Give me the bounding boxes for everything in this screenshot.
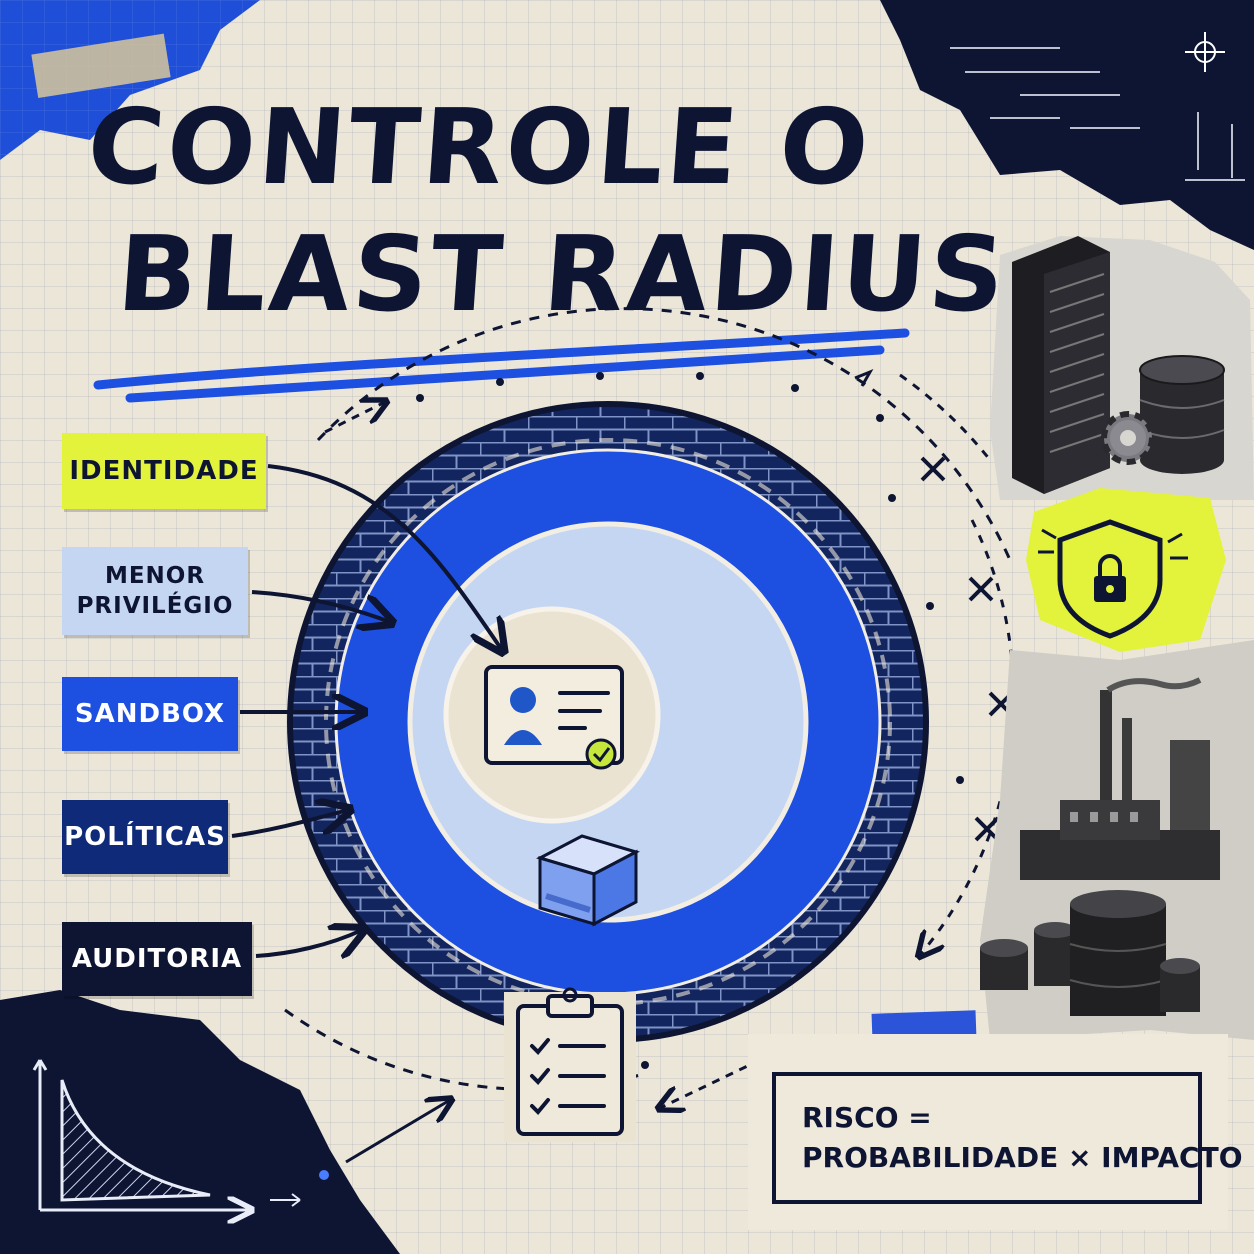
- formula-card-paper: [748, 1034, 1228, 1230]
- label-arrows: [231, 464, 502, 956]
- orbit-dots: [319, 372, 964, 1180]
- tape-strip: [31, 33, 171, 99]
- shield-lock-badge: [1026, 488, 1226, 652]
- arrow-menor: [251, 590, 390, 622]
- risk-formula-card: RISCO = PROBABILIDADE × IMPACTO: [772, 1072, 1243, 1204]
- title-underline: [93, 328, 910, 403]
- id-card-icon: [484, 665, 624, 765]
- check-badge-icon: [585, 738, 617, 770]
- top-right-navy-paper: [880, 0, 1254, 250]
- gear-icon: [1101, 411, 1155, 465]
- label-menor-line-2: PRIVILÉGIO: [76, 593, 234, 619]
- right-illustration-panel: [990, 236, 1254, 500]
- label-menor-privilegio: MENOR PRIVILÉGIO: [62, 547, 248, 635]
- label-sandbox-text: SANDBOX: [74, 699, 226, 729]
- orbit-arrow-topright: [899, 373, 992, 461]
- crosshair-icon: [1185, 32, 1225, 72]
- arrow-identidade: [267, 464, 502, 650]
- arrow-politicas: [231, 810, 348, 838]
- decay-graph-icon: [32, 1059, 301, 1210]
- orbit-dashed-right: [920, 519, 1016, 955]
- industrial-panel: [980, 640, 1254, 1040]
- formula-line-1: RISCO =: [802, 1101, 932, 1134]
- label-politicas: POLÍTICAS: [62, 800, 228, 874]
- top-left-blue-paper: [0, 0, 260, 160]
- label-identidade-text: IDENTIDADE: [69, 456, 259, 486]
- arrow-auditoria: [255, 930, 362, 956]
- label-auditoria-text: AUDITORIA: [71, 944, 243, 974]
- storage-tanks-icon: [980, 890, 1200, 1016]
- factory-icon: [1020, 677, 1220, 880]
- clipboard-checklist-icon: [504, 987, 636, 1142]
- database-icon: [1139, 355, 1225, 474]
- server-rack-icon: [1012, 236, 1110, 494]
- label-menor-line-1: MENOR: [104, 563, 206, 589]
- bottom-left-navy-paper: [0, 990, 400, 1254]
- shield-lock-icon: [1057, 519, 1163, 639]
- label-sandbox: SANDBOX: [62, 677, 238, 751]
- blue-tape: [871, 1010, 977, 1042]
- title-line-1: CONTROLE O: [83, 86, 876, 208]
- title-line-2: BLAST RADIUS: [113, 213, 1012, 335]
- label-identidade: IDENTIDADE: [62, 433, 266, 509]
- formula-line-2: PROBABILIDADE × IMPACTO: [802, 1141, 1243, 1174]
- sandbox-cube-icon: [536, 834, 640, 927]
- label-politicas-text: POLÍTICAS: [64, 822, 226, 852]
- label-auditoria: AUDITORIA: [62, 922, 252, 996]
